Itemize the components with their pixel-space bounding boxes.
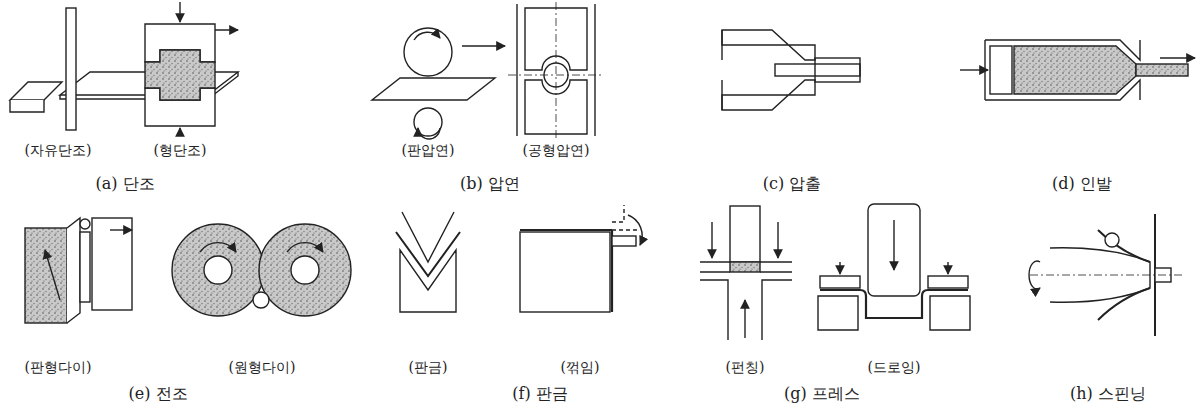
spinning (1029, 214, 1185, 336)
process-sublabel: (원형다이) (229, 360, 296, 375)
closed-die-forging (145, 2, 215, 134)
process-caption: (f) 판금 (512, 385, 568, 403)
flat-die-rolling (25, 218, 132, 323)
extrusion-die (722, 30, 860, 110)
process-sublabel: (드로잉) (868, 360, 921, 375)
process-sublabel: (꺾임) (561, 360, 600, 375)
edge-bending (520, 205, 642, 312)
round-die-rolling (172, 224, 351, 316)
plate-rolling (372, 28, 505, 139)
punching (700, 206, 792, 340)
process-sublabel: (형단조) (154, 143, 207, 158)
process-caption: (g) 프레스 (784, 385, 860, 403)
process-caption: (e) 전조 (128, 385, 187, 403)
process-sublabel: (판형다이) (25, 360, 92, 375)
process-caption: (a) 단조 (95, 175, 154, 193)
free-forging (10, 8, 238, 130)
process-sublabel: (판압연) (402, 143, 455, 158)
process-caption: (h) 스핀닝 (1070, 385, 1146, 403)
deep-drawing (818, 204, 970, 330)
process-sublabel: (판금) (409, 360, 448, 375)
process-caption: (c) 압출 (763, 175, 822, 193)
drawing-container (960, 40, 1195, 100)
v-bending (396, 212, 460, 312)
process-caption: (b) 압연 (460, 175, 520, 193)
process-caption: (d) 인발 (1052, 175, 1112, 193)
process-sublabel: (펀칭) (726, 360, 765, 375)
process-sublabel: (자유단조) (25, 143, 92, 158)
groove-rolling (508, 2, 604, 138)
process-sublabel: (공형압연) (523, 143, 590, 158)
